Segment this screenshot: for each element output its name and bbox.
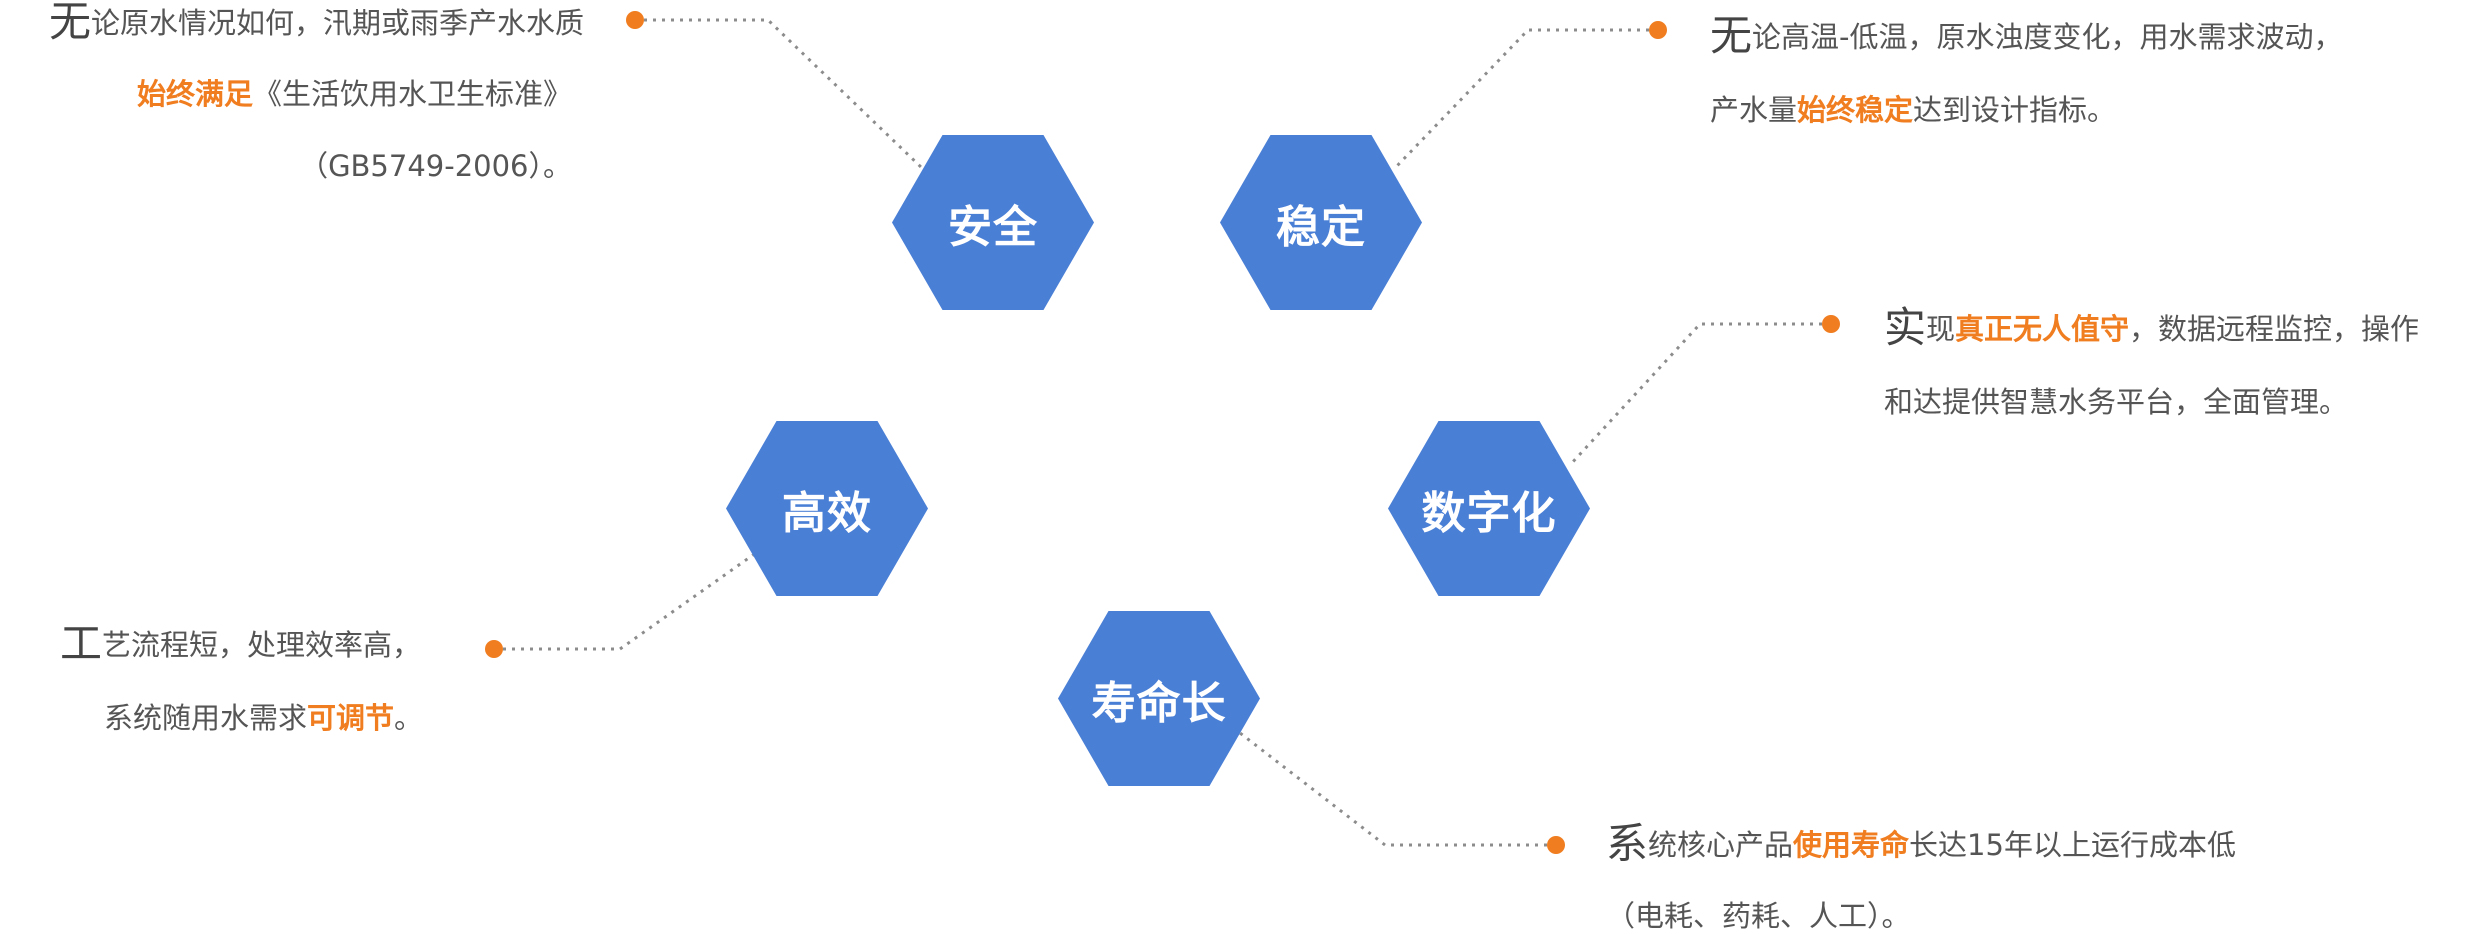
desc-stable-lead: 无 xyxy=(1710,11,1753,60)
dot-longlife xyxy=(1547,836,1565,854)
desc-safe-highlight: 始终满足 xyxy=(136,77,253,111)
desc-longlife-line-1: 系统核心产品使用寿命长达15年以上运行成本低 xyxy=(1606,819,2236,868)
desc-stable-line-2: 产水量始终稳定达到设计指标。 xyxy=(1710,93,2117,127)
desc-efficient-lead: 工 xyxy=(60,619,103,668)
dot-efficient xyxy=(485,640,503,658)
desc-safe-lead: 无 xyxy=(48,0,91,46)
dot-safe xyxy=(626,11,644,29)
desc-efficient-highlight: 可调节 xyxy=(307,701,395,735)
desc-digital-lead: 实 xyxy=(1884,303,1927,352)
desc-efficient-line-2: 系统随用水需求可调节。 xyxy=(104,701,424,735)
desc-longlife-line-2: （电耗、药耗、人工）。 xyxy=(1606,899,1911,933)
hexagon-label-longlife: 寿命长 xyxy=(1091,677,1227,729)
hexagon-label-efficient: 高效 xyxy=(782,487,872,539)
connector-efficient xyxy=(494,553,754,651)
desc-safe-line-1: 无论原水情况如何，汛期或雨季产水水质 xyxy=(49,1,584,43)
desc-safe-line-3: （GB5749-2006）。 xyxy=(299,149,572,183)
desc-efficient-line-1: 工艺流程短，处理效率高， xyxy=(60,619,422,668)
desc-longlife-highlight: 使用寿命 xyxy=(1793,828,1910,862)
connector-safe xyxy=(635,18,924,170)
hexagon-label-stable: 稳定 xyxy=(1276,201,1366,253)
connector-digital xyxy=(1568,322,1831,467)
hexagon-label-safe: 安全 xyxy=(948,201,1038,253)
hexagon-efficient: 高效 xyxy=(726,421,928,596)
desc-digital-line-2: 和达提供智慧水务平台，全面管理。 xyxy=(1884,385,2349,419)
desc-digital-highlight: 真正无人值守 xyxy=(1955,312,2130,346)
hexagon-label-digital: 数字化 xyxy=(1421,487,1557,539)
desc-stable-highlight: 始终稳定 xyxy=(1797,93,1914,127)
desc-safe-line-2: 始终满足《生活饮用水卫生标准》 xyxy=(136,77,572,111)
dot-digital xyxy=(1822,315,1840,333)
desc-longlife-lead: 系 xyxy=(1606,819,1649,868)
desc-stable-line-1: 无论高温-低温，原水浊度变化，用水需求波动， xyxy=(1710,11,2343,60)
dot-stable xyxy=(1649,21,1667,39)
connector-longlife xyxy=(1239,731,1556,847)
desc-digital-line-1: 实现真正无人值守，数据远程监控，操作 xyxy=(1884,303,2420,352)
connector-stable xyxy=(1393,28,1658,170)
